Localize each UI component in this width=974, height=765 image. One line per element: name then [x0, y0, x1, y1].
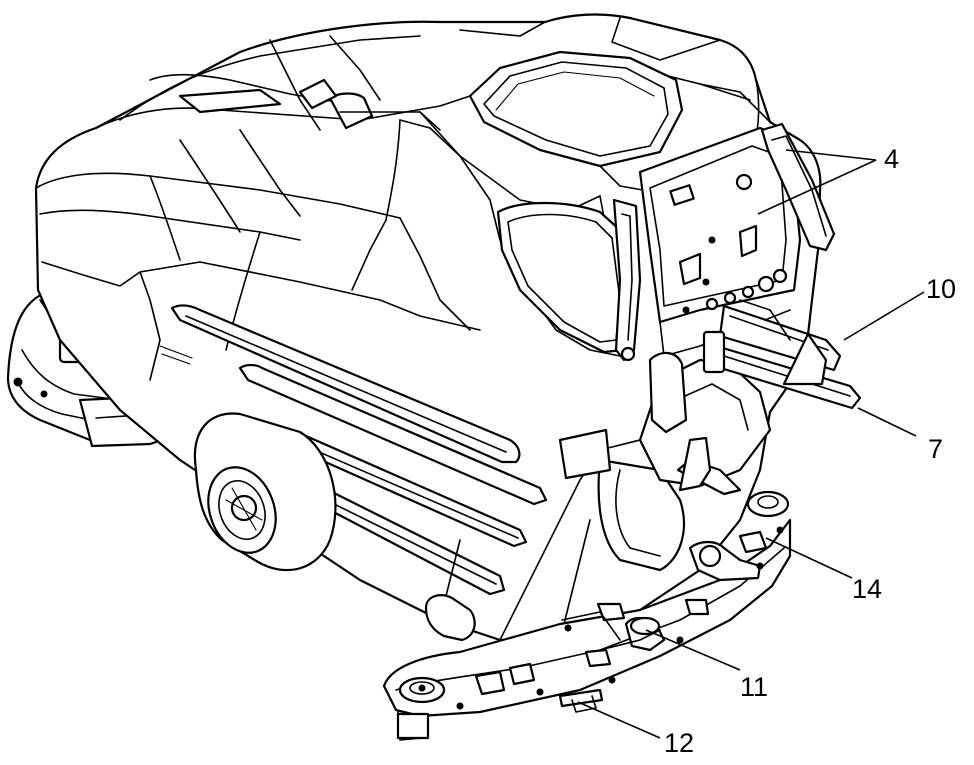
- callout-12: 12: [664, 728, 695, 758]
- levers: [702, 299, 862, 410]
- leader-12: [577, 701, 661, 739]
- leader-10: [843, 291, 925, 341]
- callout-11: 11: [740, 672, 769, 702]
- leader-4b: [757, 159, 877, 215]
- callout-4: 4: [884, 144, 900, 174]
- callout-14: 14: [852, 574, 883, 604]
- leader-11: [645, 629, 741, 671]
- callout-7: 7: [928, 434, 944, 464]
- leader-7: [857, 407, 917, 437]
- front-caster: [424, 594, 476, 642]
- leader-4a: [785, 149, 877, 161]
- scrub-deck: [382, 490, 792, 741]
- rear-wheel: [193, 412, 337, 572]
- leader-14: [765, 537, 853, 579]
- leader-lines: [577, 149, 925, 739]
- hoses: [558, 351, 772, 572]
- callout-10: 10: [926, 274, 957, 304]
